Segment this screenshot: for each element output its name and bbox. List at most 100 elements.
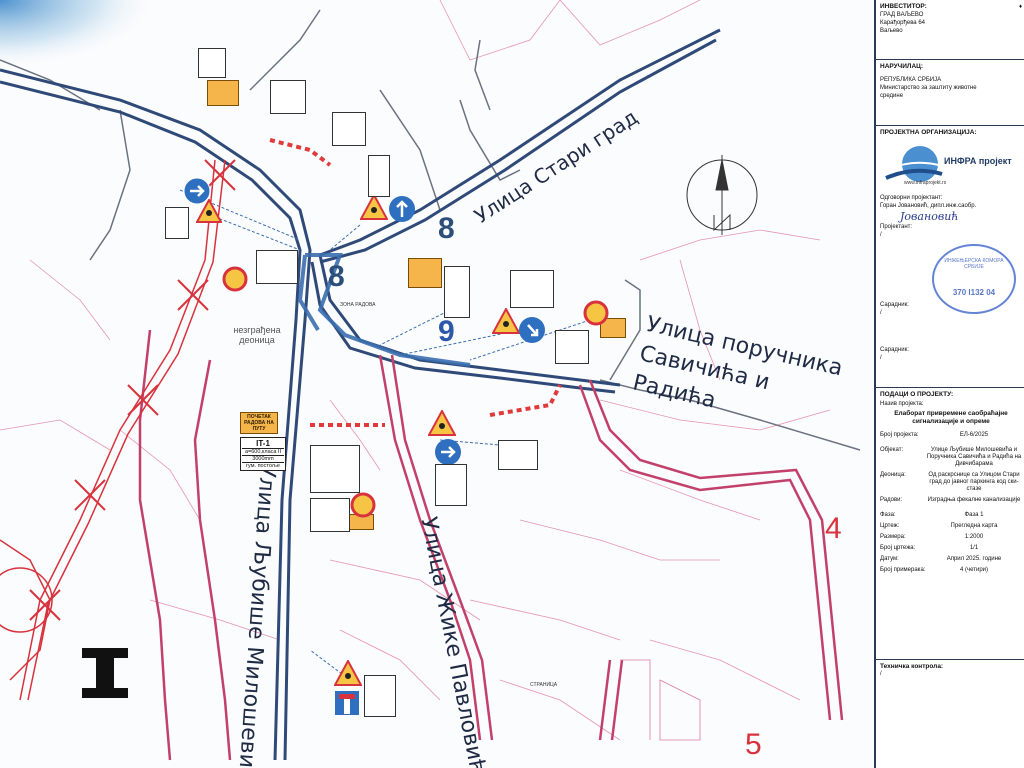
zone-number: 9 xyxy=(438,315,455,348)
section-row: Деоница:Од раскрснице са Улицом Стари гр… xyxy=(880,470,1022,495)
investor-line: Ваљево xyxy=(880,28,903,34)
collaborator-value: / xyxy=(880,310,882,316)
sign-plate xyxy=(310,498,350,532)
phase-value: Фаза 1 xyxy=(964,512,984,518)
client-line: Министарство за заштиту животне xyxy=(880,85,977,91)
section-value: Од раскрснице са Улицом Стари град до ја… xyxy=(928,472,1020,492)
it-1-line: a=600,класа II xyxy=(242,449,284,456)
drawing-label: Цртеж: xyxy=(880,523,900,529)
object-row: Објекат: Улице Љубише Милошевића и Поручн… xyxy=(880,445,1022,470)
sign-plate xyxy=(256,250,298,284)
it-1-box: IT-1 a=600,класа II 3000mm гум. постоље xyxy=(240,437,286,471)
responsible-name: Горан Јовановић, дипл.инж.саобр. xyxy=(880,203,977,209)
responsible-label: Одговорни пројектант: xyxy=(880,195,943,201)
sheet-row: Број цртежа: 1/1 xyxy=(880,543,1022,554)
scale-label: Размера: xyxy=(880,534,906,540)
traffic-arrows xyxy=(179,189,591,681)
org-heading: ПРОЈЕКТНА ОРГАНИЗАЦИЈА: xyxy=(880,129,977,136)
barriers xyxy=(269,138,562,427)
sheet-value: 1/1 xyxy=(969,545,979,551)
object-value: Улице Љубише Милошевића и Поручника Сави… xyxy=(926,447,1022,467)
copies-value: 4 (четири) xyxy=(959,567,989,573)
label-nezagradjena-deonica: незграђена деоница xyxy=(233,325,281,345)
prohibition-sign-icon xyxy=(222,266,248,292)
scale-row: Размера: 1:2000 xyxy=(880,532,1022,543)
stamp-line: ИНЖЕЊЕРСКА КОМОРА СРБИЈЕ xyxy=(944,258,1004,270)
sign-plate xyxy=(198,48,226,78)
label-stranger: СТРАНИЦА xyxy=(530,682,558,688)
client-heading: НАРУЧИЛАЦ: xyxy=(880,63,924,70)
stamp: ИНЖЕЊЕРСКА КОМОРА СРБИЈЕ 370 I132 04 xyxy=(932,244,1016,314)
project-data-section: ПОДАЦИ О ПРОЈЕКТУ: Назив пројекта: Елабо… xyxy=(876,388,1024,660)
org-url: www.infraprojekt.rs xyxy=(904,180,947,186)
sign-plate xyxy=(510,270,554,308)
road-zike-pavlovica xyxy=(138,329,844,761)
sign-plate xyxy=(364,675,396,717)
orange-sign xyxy=(207,80,239,106)
drawing-value: Прегледна карта xyxy=(950,523,998,529)
orange-sign: ПОЧЕТАК РАДОВА НА ПУТУ xyxy=(240,412,278,434)
project-data-heading: ПОДАЦИ О ПРОЈЕКТУ: xyxy=(880,391,954,398)
it-1-line: гум. постоље xyxy=(246,463,280,469)
minor-roads xyxy=(0,9,861,451)
work-zone xyxy=(297,253,471,367)
tech-control-heading: Техничка контрола: xyxy=(880,663,944,670)
sign-plate xyxy=(270,80,306,114)
sign-plate xyxy=(498,440,538,470)
scale-value: 1:2000 xyxy=(964,534,984,540)
main-roads xyxy=(0,28,721,761)
dead-end-sign-icon xyxy=(335,691,359,715)
collaborator-value: / xyxy=(880,355,882,361)
investor-line: ГРАД ВАЉЕВО xyxy=(880,12,924,18)
mandatory-direction-sign-icon xyxy=(389,196,415,222)
copies-row: Број примерака: 4 (четири) xyxy=(880,565,1022,576)
sign-plate xyxy=(310,445,360,493)
investor-heading: ИНВЕСТИТОР: xyxy=(880,3,927,10)
designer-value: / xyxy=(880,232,882,238)
date-row: Датум:Април 2025. године xyxy=(880,554,1022,565)
tech-control-section: Техничка контрола: / xyxy=(876,660,1024,681)
investor-line: Карађорђева 64 xyxy=(880,20,925,26)
mandatory-direction-sign-icon xyxy=(519,317,545,343)
investor-mark: ♦ xyxy=(1018,4,1022,10)
prohibition-sign-icon xyxy=(583,300,609,326)
road-works-sign-icon xyxy=(428,410,456,436)
phase-row: Фаза: Фаза 1 xyxy=(880,510,1022,521)
road-works-sign-icon xyxy=(196,199,222,223)
tech-control-value: / xyxy=(880,671,882,677)
collaborator-label: Сарадник: xyxy=(880,302,909,308)
project-no-label: Број пројекта: xyxy=(880,432,919,438)
road-works-sign-icon xyxy=(492,308,520,334)
object-label: Објекат: xyxy=(880,447,904,453)
orange-sign xyxy=(408,258,442,288)
it-1-line: 3000mm xyxy=(242,456,284,463)
zone-number: 8 xyxy=(328,260,345,293)
phase-label: Фаза: xyxy=(880,512,896,518)
cadastral-lines xyxy=(0,0,831,741)
copies-label: Број примерака: xyxy=(880,567,926,573)
infra-logo-icon xyxy=(885,146,943,182)
north-arrow-icon xyxy=(686,155,758,235)
org-section: ПРОЈЕКТНА ОРГАНИЗАЦИЈА: ИНФРА пројект ww… xyxy=(876,126,1024,388)
map-drawing xyxy=(0,0,861,761)
drawing-row: Цртеж: Прегледна карта xyxy=(880,521,1022,532)
client-section: НАРУЧИЛАЦ: РЕПУБЛИКА СРБИЈА Министарство… xyxy=(876,60,1024,126)
project-name: Елаборат привремене саобраћајне сигнализ… xyxy=(894,410,1008,425)
client-line: средине xyxy=(880,93,904,99)
date-value: Април 2025. године xyxy=(946,556,1002,562)
project-name-label: Назив пројекта: xyxy=(880,401,924,407)
project-no-value: ЕЛ-6/2025 xyxy=(959,432,989,438)
stamp-line: 370 I132 04 xyxy=(952,288,996,297)
collaborator-label: Сарадник: xyxy=(880,347,909,353)
designer-label: Пројектант: xyxy=(880,224,913,230)
client-line: РЕПУБЛИКА СРБИЈА xyxy=(880,77,942,83)
org-logo-text: ИНФРА пројект xyxy=(944,156,1012,166)
sheet-label: Број цртежа: xyxy=(880,545,916,551)
label-zona-radova: ЗОНА РАДОВА xyxy=(340,302,376,308)
lot-polygons xyxy=(620,659,701,741)
title-block: ИНВЕСТИТОР: ♦ ГРАД ВАЉЕВО Карађорђева 64… xyxy=(874,0,1024,768)
project-no-row: Број пројекта: ЕЛ-6/2025 xyxy=(880,430,1022,441)
sign-plate xyxy=(165,207,189,239)
works-label: Радови: xyxy=(880,497,903,503)
